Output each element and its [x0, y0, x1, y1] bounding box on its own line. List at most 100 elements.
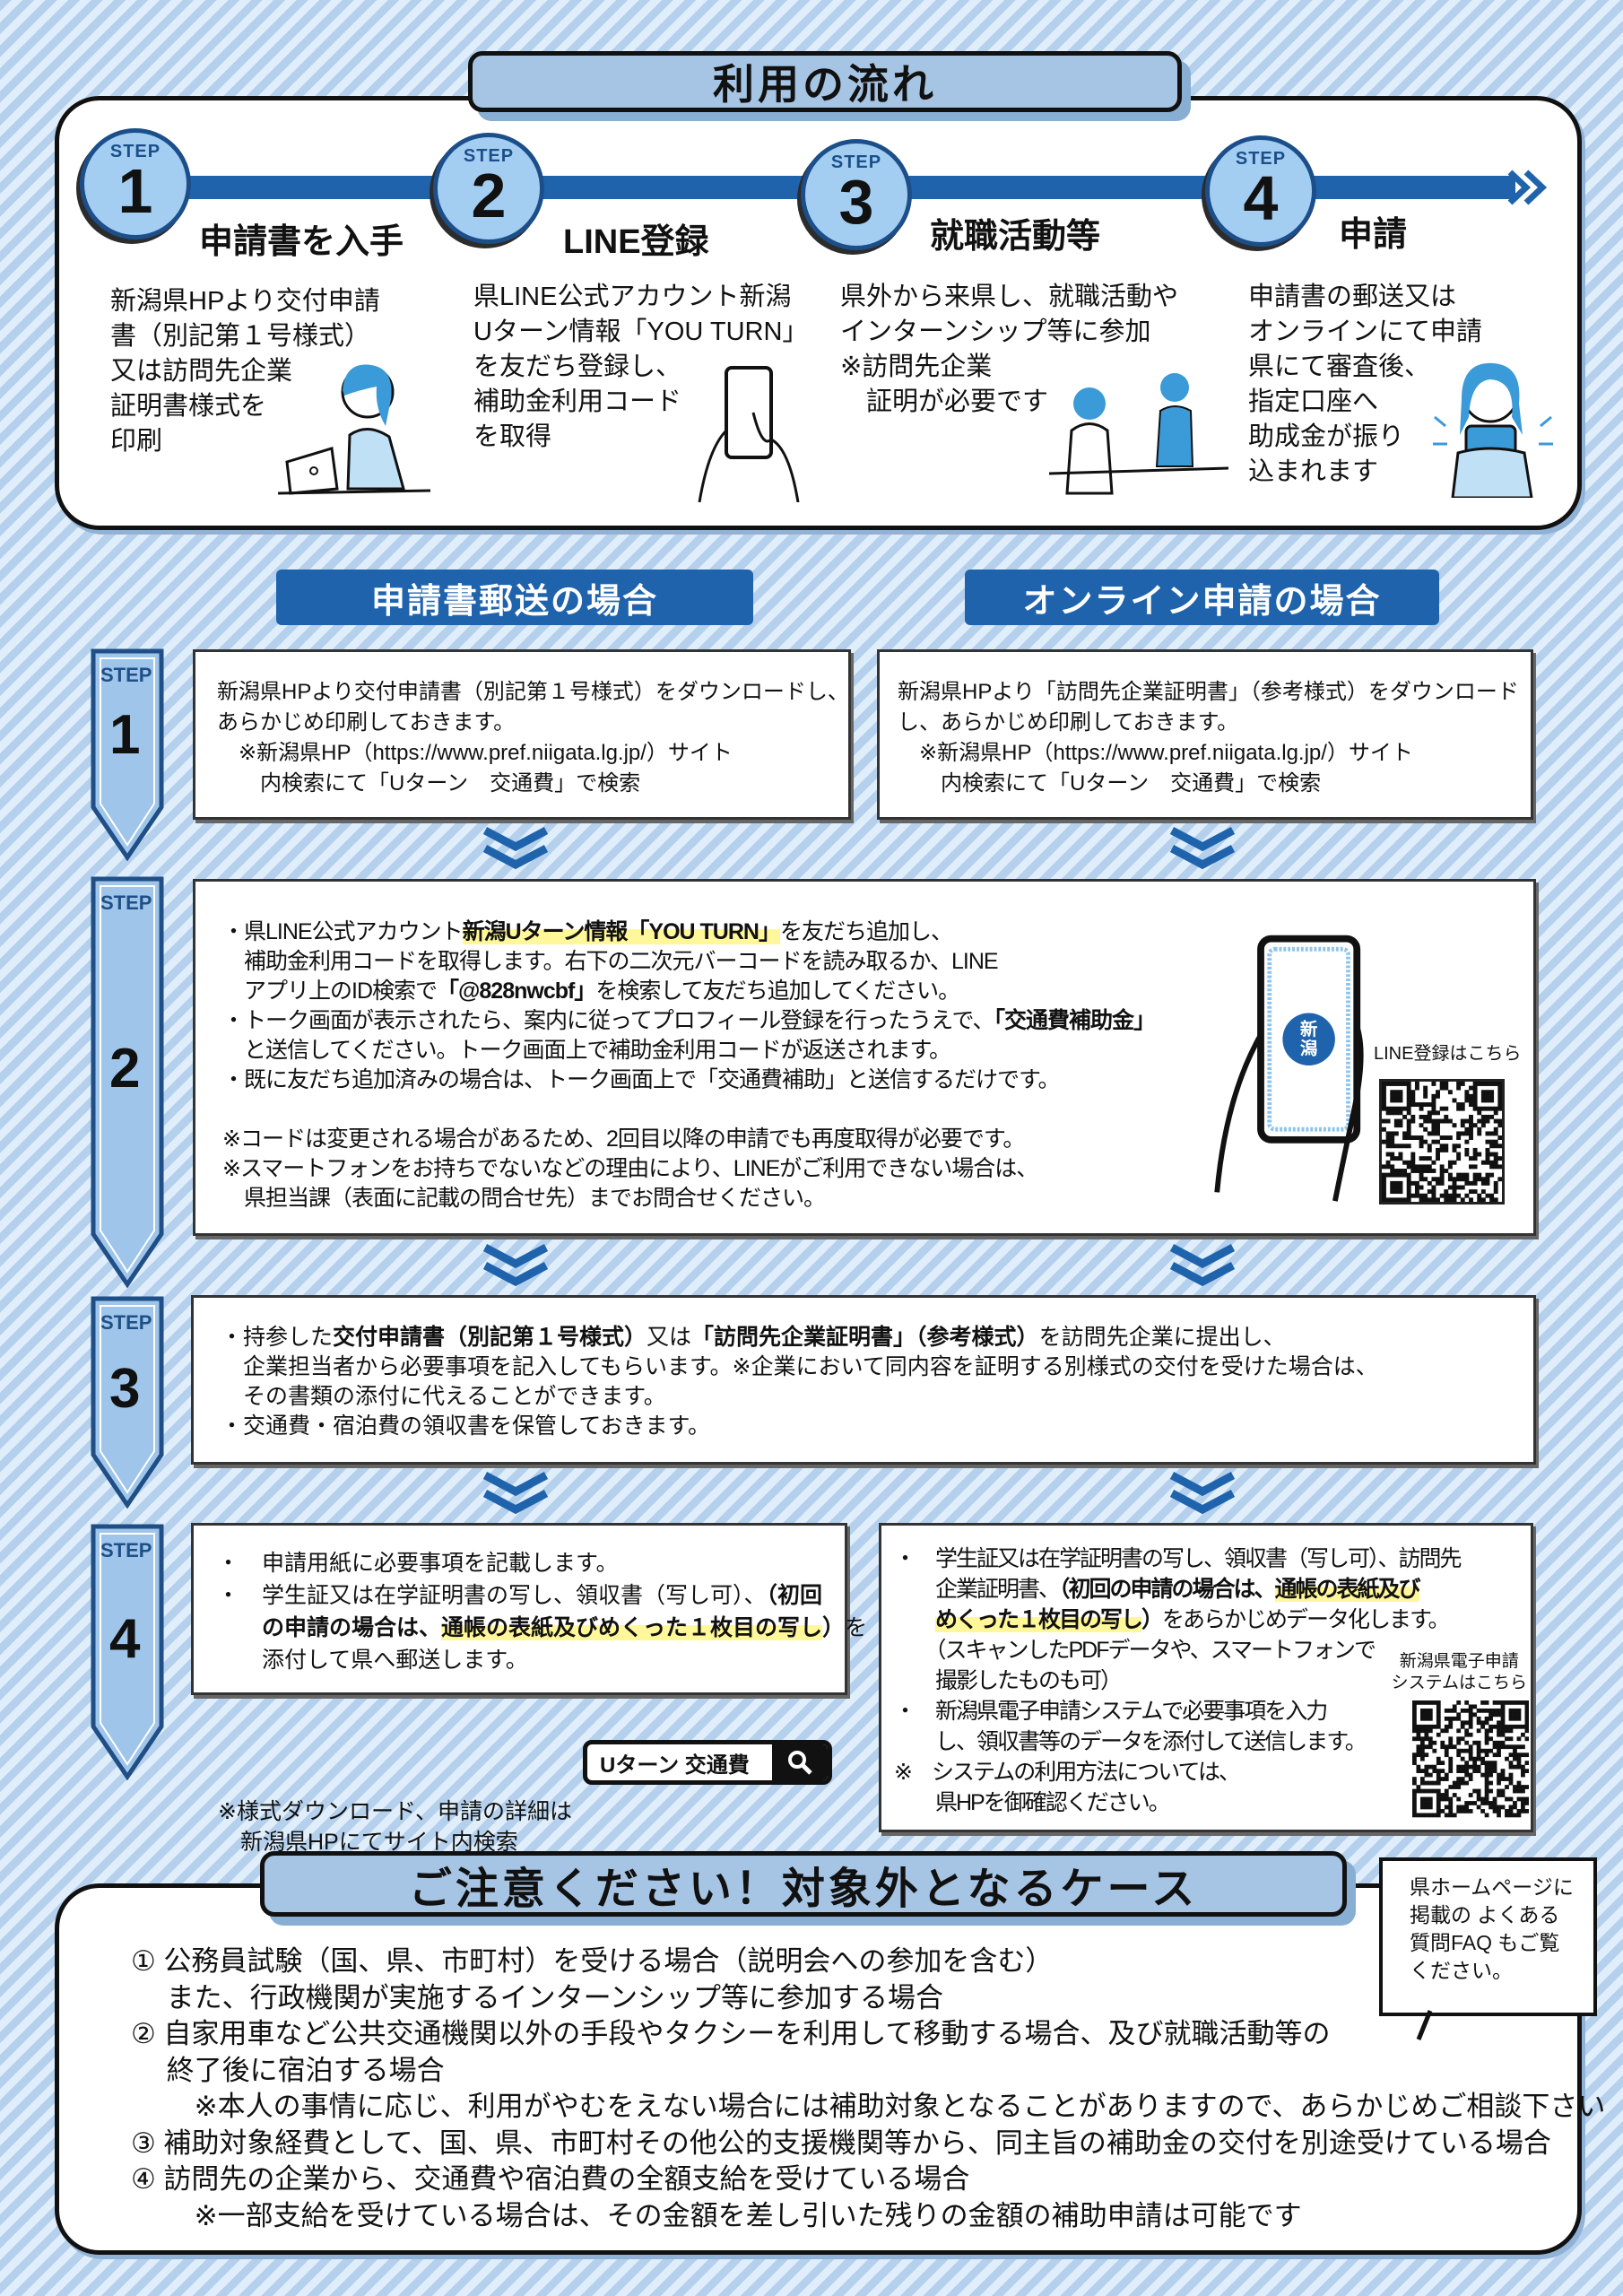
text-segment: と送信してください。トーク画面上で補助金利用コードが返送されます。	[222, 1038, 951, 1063]
double-chevron-down-icon	[482, 1472, 549, 1515]
text-line: ※ システムの利用方法については、	[894, 1757, 1461, 1787]
text-line: ※新潟県HP（https://www.pref.niigata.lg.jp/）サ…	[898, 738, 1519, 769]
emphasis-text: （初回の申請の場合は、	[1059, 1577, 1277, 1602]
emphasis-text: 「@828nwcbf」	[437, 978, 596, 1004]
emphasis-text: 通帳の表紙及びめくった１枚目の写し	[441, 1615, 823, 1640]
caution-item: ① 公務員試験（国、県、市町村）を受ける場合（説明会への参加を含む）	[131, 1945, 1054, 1977]
double-chevron-down-icon	[482, 827, 549, 870]
flow-step-4-title: 申請	[1339, 216, 1408, 254]
text-line: ・ 学生証又は在学証明書の写し、領収書（写し可）、訪問先	[894, 1544, 1462, 1574]
text-segment: ・既に友だち追加済みの場合は、トーク画面上で「交通費補助」と送信するだけです。	[222, 1067, 1061, 1092]
text-line: めくった１枚目の写し）をあらかじめデータ化します。	[894, 1605, 1461, 1635]
step2-text: ・県LINE公式アカウント新潟Uターン情報「YOU TURN」を友だち追加し、 …	[222, 918, 1157, 1213]
text-segment: をあらかじめデータ化します。	[1162, 1607, 1451, 1632]
line-qr-label: LINE登録はこちら	[1374, 1044, 1522, 1064]
text-segment: を	[845, 1615, 868, 1640]
flow-step-1-title: 申請書を入手	[199, 223, 404, 261]
text-line: と送信してください。トーク画面上で補助金利用コードが返送されます。	[222, 1036, 1155, 1065]
text-line: ・既に友だち追加済みの場合は、トーク画面上で「交通費補助」と送信するだけです。	[222, 1065, 1155, 1095]
text-line: 内検索にて「Uターン 交通費」で検索	[898, 769, 1519, 799]
bubble-tail	[1416, 2010, 1433, 2040]
text-segment: を検索して友だち追加してください。	[595, 978, 960, 1004]
double-chevron-down-icon	[1169, 1244, 1236, 1287]
text-segment: ・ 申請用紙に必要事項を記載します。	[217, 1551, 619, 1576]
double-chevron-down-icon	[1169, 1472, 1236, 1515]
caution-panel: ① 公務員試験（国、県、市町村）を受ける場合（説明会への参加を含む） また、行政…	[55, 1883, 1605, 2255]
step-label: STEP	[100, 664, 152, 686]
text-segment: ・交通費・宿泊費の領収書を保管しておきます。	[221, 1413, 711, 1439]
step1-online-text: 新潟県HPより「訪問先企業証明書」（参考様式）をダウンロードし、あらかじめ印刷し…	[898, 677, 1519, 799]
caution-item: また、行政機関が実施するインターンシップ等に参加する場合	[131, 1981, 944, 2013]
caution-item: ※一部支給を受けている場合は、その金額を差し引いた残りの金額の補助申請は可能です	[131, 2199, 1302, 2231]
text-line: ・トーク画面が表示されたら、案内に従ってプロフィール登録を行ったうえで、「交通費…	[222, 1006, 1157, 1036]
interview-illustration	[1049, 373, 1228, 495]
online-application-header: オンライン申請の場合	[965, 570, 1439, 625]
line-qr-code[interactable]	[1379, 1079, 1505, 1205]
text-segment	[217, 1615, 262, 1640]
svg-text:潟: 潟	[1300, 1039, 1318, 1058]
step3-text: ・持参した交付申請書（別記第１号様式）又は「訪問先企業証明書」（参考様式）を訪問…	[221, 1323, 1378, 1441]
text-segment: 補助金利用コードを取得します。右下の二次元バーコードを読み取るか、LINE	[222, 949, 999, 974]
text-line: ※コードは変更される場合があるため、2回目以降の申請でも再度取得が必要です。	[222, 1125, 1155, 1154]
step4-online-box: ・ 学生証又は在学証明書の写し、領収書（写し可）、訪問先 企業証明書、（初回の申…	[879, 1523, 1533, 1832]
flow-title: 利用の流れ	[468, 51, 1182, 112]
woman-laptop-illustration	[278, 364, 431, 495]
step4-online-text: ・ 学生証又は在学証明書の写し、領収書（写し可）、訪問先 企業証明書、（初回の申…	[894, 1544, 1462, 1818]
text-line: し、あらかじめ印刷しておきます。	[898, 708, 1519, 738]
step-3-arrow	[91, 1296, 164, 1509]
text-segment: あらかじめ印刷しておきます。	[217, 710, 516, 735]
text-segment: 企業証明書、	[894, 1577, 1061, 1602]
step-number: 2	[109, 1038, 141, 1100]
step-1-arrow	[91, 648, 164, 861]
text-line: 新潟県HPより「訪問先企業証明書」（参考様式）をダウンロード	[898, 677, 1519, 708]
logo-text: 新	[1300, 1019, 1318, 1039]
text-line: ・交通費・宿泊費の領収書を保管しておきます。	[221, 1412, 1378, 1441]
search-input[interactable]: Uターン 交通費	[600, 1752, 750, 1778]
caution-item: ③ 補助対象経費として、国、県、市町村その他公的支援機関等から、同主旨の補助金の…	[131, 2126, 1551, 2159]
double-chevron-down-icon	[1169, 827, 1236, 870]
step-label: STEP	[100, 1539, 152, 1561]
text-segment: し、あらかじめ印刷しておきます。	[898, 710, 1239, 735]
step-number: 4	[109, 1607, 141, 1670]
text-line: の申請の場合は、通帳の表紙及びめくった１枚目の写し）を	[217, 1612, 867, 1644]
step4-mail-box: ・ 申請用紙に必要事項を記載します。・ 学生証又は在学証明書の写し、領収書（写し…	[191, 1523, 867, 1695]
text-line: あらかじめ印刷しておきます。	[217, 708, 849, 738]
step-label: STEP	[100, 1311, 152, 1334]
step1-mail-box: 新潟県HPより交付申請書（別記第１号様式）をダウンロードし、あらかじめ印刷してお…	[193, 649, 851, 820]
text-line: 添付して県へ郵送します。	[217, 1644, 867, 1676]
search-icon	[788, 1751, 812, 1775]
emphasis-text: 「交通費補助金」	[994, 1008, 1157, 1033]
text-segment	[222, 1097, 228, 1122]
text-segment: ※スマートフォンをお持ちでないなどの理由により、LINEがご利用できない場合は、	[222, 1156, 1038, 1181]
text-line: ※スマートフォンをお持ちでないなどの理由により、LINEがご利用できない場合は、	[222, 1154, 1155, 1184]
emphasis-text: ）	[822, 1615, 846, 1640]
text-segment: その書類の添付に代えることができます。	[221, 1384, 666, 1409]
text-segment: を友だち追加し、	[779, 919, 953, 944]
emphasis-text: の申請の場合は、	[262, 1615, 442, 1640]
text-line: その書類の添付に代えることができます。	[221, 1382, 1378, 1412]
search-button[interactable]	[772, 1744, 828, 1780]
text-segment: し、領収書等のデータを添付して送信します。	[894, 1729, 1367, 1754]
emphasis-text: ）	[1141, 1607, 1164, 1632]
caution-title: ご注意ください！対象外となるケース	[260, 1851, 1347, 1917]
step1-online-box: 新潟県HPより「訪問先企業証明書」（参考様式）をダウンロードし、あらかじめ印刷し…	[877, 649, 1533, 820]
text-line: 県担当課（表面に記載の問合せ先）までお問合せください。	[222, 1184, 1155, 1213]
text-segment: （スキャンしたPDFデータや、スマートフォンで	[894, 1638, 1376, 1663]
text-line: 内検索にて「Uターン 交通費」で検索	[217, 769, 849, 799]
step-number: 1	[109, 704, 141, 766]
site-search-box[interactable]: Uターン 交通費	[583, 1740, 832, 1785]
text-segment: ・持参した	[221, 1325, 334, 1350]
caution-item: ④ 訪問先の企業から、交通費や宿泊費の全額支給を受けている場合	[131, 2163, 970, 2195]
caution-item: ※本人の事情に応じ、利用がやむをえない場合には補助対象となることがありますので、…	[131, 2091, 1606, 2122]
faq-bubble: 県ホームページに掲載の よくある質問FAQ もご覧ください。	[1379, 1857, 1597, 2016]
text-line: ・ 申請用紙に必要事項を記載します。	[217, 1547, 867, 1579]
text-segment: 企業担当者から必要事項を記入してもらいます。※企業において同内容を証明する別様式…	[221, 1354, 1378, 1379]
mail-application-header: 申請書郵送の場合	[276, 570, 753, 625]
e-application-qr-code[interactable]	[1412, 1700, 1530, 1821]
flow-step-3-title: 就職活動等	[930, 218, 1101, 256]
text-segment: ・ 学生証又は在学証明書の写し、領収書（写し可）、訪問先	[894, 1546, 1462, 1571]
